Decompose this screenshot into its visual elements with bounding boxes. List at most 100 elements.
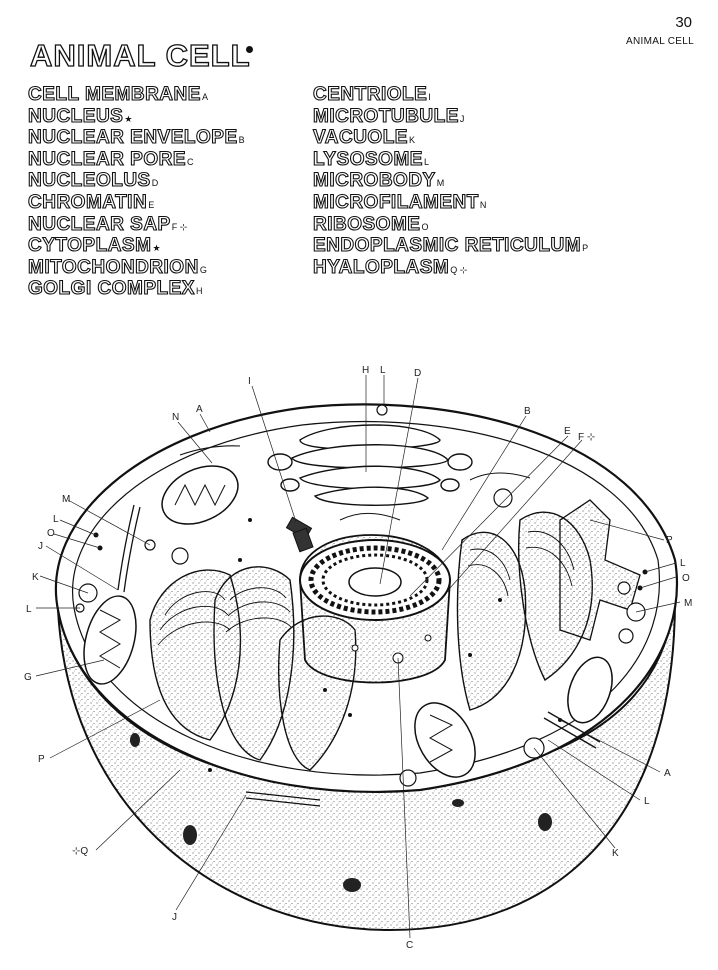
label-L-bottom: L (644, 796, 650, 807)
term-name: NUCLEAR SAP (27, 213, 171, 235)
label-C: C (406, 940, 413, 951)
term-mark: ★ (152, 243, 161, 254)
term-name: NUCLEOLUS (27, 170, 151, 192)
term-mark: D (151, 178, 159, 189)
term-nuclear-pore: NUCLEAR POREC (27, 148, 245, 171)
term-cell-membrane: CELL MEMBRANEA (27, 83, 245, 106)
term-mark: A (201, 92, 208, 102)
term-nucleolus: NUCLEOLUSD (27, 170, 245, 192)
term-name: CYTOPLASM (27, 235, 152, 257)
label-A: A (196, 404, 203, 415)
nucleolus (348, 567, 402, 597)
label-H: H (362, 365, 369, 376)
term-name: MITOCHONDRION (27, 256, 199, 278)
label-J-bottom: J (172, 912, 177, 923)
label-G: G (24, 672, 32, 683)
term-endoplasmic-reticulum: ENDOPLASMIC RETICULUMP (312, 235, 589, 257)
label-L: L (380, 365, 386, 376)
terms-list-left: CELL MEMBRANEA NUCLEUS★ NUCLEAR ENVELOPE… (27, 83, 245, 300)
centriole (285, 516, 314, 553)
term-name: VACUOLE (312, 127, 408, 149)
golgi-complex (267, 424, 473, 506)
page-title: ANIMAL CELL (29, 37, 251, 73)
er-branching (559, 499, 641, 641)
term-microfilament: MICROFILAMENTN (312, 191, 588, 214)
mitochondrion (414, 702, 476, 778)
chromatin (308, 545, 442, 615)
term-mark: ★ (124, 113, 133, 124)
label-B: B (524, 406, 531, 417)
term-mark: B (238, 135, 245, 146)
term-microtubule: MICROTUBULEJ (312, 105, 588, 128)
mitochondrion (567, 656, 613, 724)
term-name: CENTRIOLE (312, 83, 428, 105)
er-folds-lines (157, 587, 293, 646)
term-name: MICROFILAMENT (312, 191, 479, 213)
nuclear-pore (424, 634, 432, 642)
term-nuclear-sap: NUCLEAR SAPF ⊹ (27, 213, 245, 236)
term-name: NUCLEAR ENVELOPE (27, 127, 238, 149)
term-mark: Q ⊹ (450, 264, 468, 275)
label-A-bottom: A (664, 768, 671, 779)
label-D: D (414, 368, 421, 379)
term-mark: F ⊹ (171, 221, 188, 232)
term-name: MICROBODY (312, 170, 436, 192)
vesicles (75, 404, 646, 787)
term-centriole: CENTRIOLEI (312, 83, 588, 106)
term-name: ENDOPLASMIC RETICULUM (312, 235, 582, 257)
endoplasmic-reticulum-left (149, 566, 357, 771)
term-name: LYSOSOME (312, 148, 423, 170)
term-mitochondrion: MITOCHONDRIONG (27, 256, 245, 279)
term-nucleus: NUCLEUS★ (27, 105, 245, 128)
label-N: N (172, 412, 179, 423)
term-mark: M (436, 178, 445, 189)
body-pore (538, 813, 552, 831)
diagram-labels: H L D I N A B E F ⊹ M L O J K L G P P L … (24, 365, 692, 951)
leader-lines (35, 375, 681, 939)
term-name: HYALOPLASM (312, 256, 450, 278)
term-name: CELL MEMBRANE (27, 83, 201, 105)
term-mark: J (459, 113, 465, 124)
term-mark: H (195, 286, 203, 297)
label-P-left: P (38, 754, 45, 765)
term-microbody: MICROBODYM (312, 170, 588, 192)
label-L-left: L (53, 514, 59, 525)
label-J-left: J (38, 541, 43, 552)
label-Q: ⊹Q (72, 846, 88, 857)
term-name: CHROMATIN (27, 191, 148, 213)
term-chromatin: CHROMATINE (27, 191, 245, 214)
microfilament (179, 445, 531, 521)
term-mark: O (421, 221, 429, 232)
term-mark: N (479, 199, 487, 210)
term-mark: G (199, 264, 207, 275)
term-golgi-complex: GOLGI COMPLEXH (27, 278, 245, 300)
term-lysosome: LYSOSOMEL (312, 148, 588, 171)
term-mark: P (582, 243, 589, 254)
term-mark: I (428, 92, 431, 102)
label-P-right: P (666, 535, 673, 546)
term-ribosome: RIBOSOMEO (312, 213, 588, 236)
term-name: NUCLEAR PORE (27, 148, 187, 170)
body-pore (183, 825, 197, 845)
terms-list-right: CENTRIOLEI MICROTUBULEJ VACUOLEK LYSOSOM… (312, 83, 589, 278)
label-K-bottom: K (612, 848, 619, 859)
term-name: RIBOSOME (312, 213, 421, 235)
label-I: I (248, 376, 251, 387)
body-pore (452, 799, 464, 807)
term-mark: L (423, 156, 429, 167)
label-K-left: K (32, 572, 39, 583)
body-pore (130, 733, 140, 747)
label-E: E (564, 426, 571, 437)
cell-membrane-inner (72, 420, 660, 776)
label-F: F ⊹ (578, 432, 595, 443)
label-M-left: M (62, 494, 70, 505)
mitochondrion (161, 465, 239, 525)
nuclear-pore (351, 644, 359, 652)
term-mark: K (408, 135, 415, 146)
body-pore (343, 878, 361, 892)
ribosomes (93, 518, 648, 772)
term-name: GOLGI COMPLEX (27, 278, 195, 300)
term-nuclear-envelope: NUCLEAR ENVELOPEB (27, 127, 245, 149)
page-number: 30 (675, 14, 692, 31)
